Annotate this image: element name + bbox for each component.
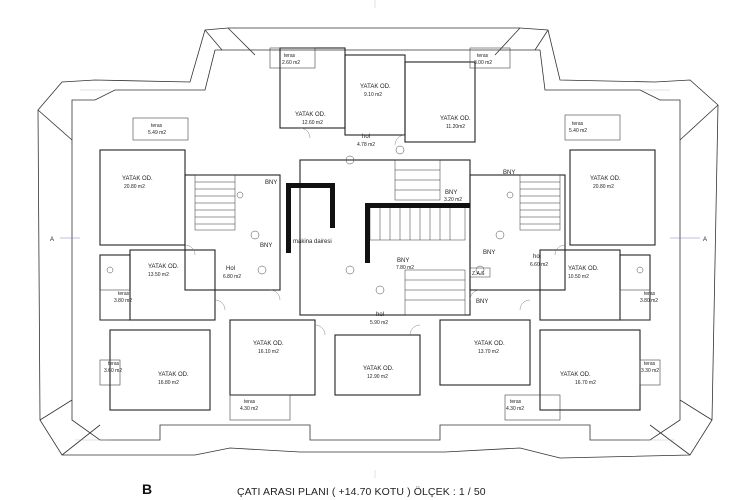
terrace-label: teras (644, 361, 656, 367)
room-area: 20.80 m2 (124, 184, 145, 190)
interior-walls (99, 47, 656, 411)
room-label: YATAK OD. (253, 341, 284, 347)
room-label: BNY (476, 299, 488, 305)
room-label: YATAK OD. (360, 84, 391, 90)
room-area: 9.10 m2 (364, 92, 382, 98)
door-swings (184, 127, 566, 336)
room-label: YATAK OD. (363, 366, 394, 372)
terrace-area: 3.80 m2 (114, 298, 132, 304)
room-label: YATAK OD. (560, 372, 591, 378)
room-area: 12.60 m2 (302, 120, 323, 126)
terrace-label: teras (151, 123, 163, 129)
terrace-label: teras (510, 399, 522, 405)
room-label: makina dairesi (293, 239, 332, 245)
room-labels: YATAK OD. 9.10 m2 YATAK OD. 12.60 m2 YAT… (122, 84, 621, 386)
section-marks: A A Z.A.S (50, 237, 707, 278)
room-label: BNY (503, 170, 515, 176)
room-label: BNY (397, 258, 409, 264)
terrace-area: 4.30 m2 (240, 406, 258, 412)
room-label: YATAK OD. (590, 176, 621, 182)
terrace-area: 3.80 m2 (640, 298, 658, 304)
room-label: hol (362, 134, 370, 140)
terrace-label: teras (118, 291, 130, 297)
room-label: YATAK OD. (158, 372, 189, 378)
room-area: 20.80 m2 (593, 184, 614, 190)
terrace-area: 3.60 m2 (104, 368, 122, 374)
sheet-letter: B (142, 481, 153, 497)
room-label: hol (533, 254, 541, 260)
room-label: YATAK OD. (148, 264, 179, 270)
terrace-label: teras (284, 53, 296, 59)
room-label: hol (376, 312, 384, 318)
terrace-labels: teras 2.60 m2 teras 3.00 m2 teras 5.49 m… (104, 53, 659, 412)
terrace-label: teras (244, 399, 256, 405)
terrace-label: teras (477, 53, 489, 59)
terrace-area: 3.30 m2 (641, 368, 659, 374)
bathroom-fixtures (106, 145, 644, 295)
section-mark-right: A (703, 237, 707, 243)
terrace-area: 4.30 m2 (506, 406, 524, 412)
room-area: 5.90 m2 (370, 320, 388, 326)
section-mark-left: A (50, 237, 54, 243)
terrace-label: teras (572, 121, 584, 127)
room-area: 7.80 m2 (396, 265, 414, 271)
roof-outline (37, 27, 719, 459)
terrace-area: 3.00 m2 (474, 60, 492, 66)
room-area: 13.50 m2 (148, 272, 169, 278)
terrace-label: teras (644, 291, 656, 297)
room-label: YATAK OD. (122, 176, 153, 182)
terrace-label: teras (108, 361, 120, 367)
room-label: YATAK OD. (568, 266, 599, 272)
room-area: 13.70 m2 (478, 349, 499, 355)
plan-title: ÇATI ARASI PLANI ( +14.70 KOTU ) ÖLÇEK :… (237, 486, 486, 498)
room-label: BNY (445, 190, 457, 196)
room-area: 11.20m2 (446, 124, 465, 130)
room-label: BNY (265, 180, 277, 186)
room-area: 16.10 m2 (258, 349, 279, 355)
room-label: YATAK OD. (440, 116, 471, 122)
room-area: 16.70 m2 (575, 380, 596, 386)
room-label: BNY (260, 243, 272, 249)
room-area: 10.50 m2 (568, 274, 589, 280)
stair-tag: Z.A.S (472, 271, 485, 277)
room-area: 6.60 m2 (530, 262, 548, 268)
room-area: 6.80 m2 (223, 274, 241, 280)
room-area: 16.80 m2 (158, 380, 179, 386)
room-label: Hol (226, 266, 235, 272)
dimension-lines (75, 0, 675, 478)
stairs (194, 159, 561, 316)
room-area: 3.20 m2 (444, 197, 462, 203)
room-area: 12.90 m2 (367, 374, 388, 380)
terrace-area: 5.40 m2 (569, 128, 587, 134)
terrace-area: 5.49 m2 (148, 130, 166, 136)
terrace-area: 2.60 m2 (282, 60, 300, 66)
room-label: YATAK OD. (474, 341, 505, 347)
room-label: YATAK OD. (295, 112, 326, 118)
machine-room-walls (286, 183, 470, 263)
room-label: BNY (483, 250, 495, 256)
terrace-outlines (99, 47, 661, 421)
room-area: 4.78 m2 (357, 142, 375, 148)
